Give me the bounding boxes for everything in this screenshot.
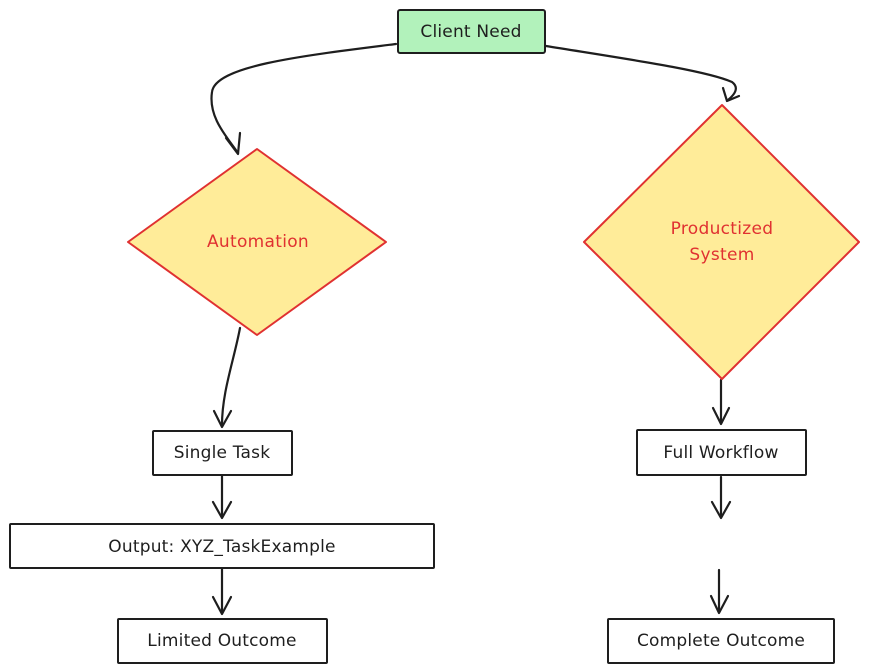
single-task-box <box>152 430 293 476</box>
client-need-box <box>397 9 546 54</box>
arrowhead-single-task <box>212 409 233 429</box>
limited-outcome-label: Limited Outcome <box>147 631 296 651</box>
arrowhead-complete-outcome <box>709 594 730 615</box>
output-label: Output: XYZ_TaskExample <box>108 537 335 557</box>
connector-client-to-productized <box>544 44 737 102</box>
connector-automation-to-single-task <box>220 326 242 427</box>
full-workflow-box <box>636 429 807 476</box>
output-box <box>9 523 435 569</box>
productized-label-line2: System <box>689 245 754 265</box>
arrowhead-full-workflow-down <box>710 500 732 520</box>
arrowhead-automation <box>224 131 242 156</box>
limited-outcome-box <box>117 618 328 664</box>
client-need-label: Client Need <box>420 22 521 42</box>
node-output[interactable]: Output: XYZ_TaskExample <box>9 523 435 569</box>
complete-outcome-box <box>607 618 835 664</box>
node-single-task[interactable]: Single Task <box>152 430 293 476</box>
node-client-need[interactable]: Client Need <box>397 9 546 54</box>
arrowhead-full-workflow <box>711 406 731 426</box>
arrowhead-limited <box>211 595 233 616</box>
node-productized-system[interactable]: Productized System <box>583 104 860 380</box>
node-full-workflow[interactable]: Full Workflow <box>636 429 807 476</box>
node-limited-outcome[interactable]: Limited Outcome <box>117 618 328 664</box>
automation-diamond <box>127 148 387 336</box>
single-task-label: Single Task <box>174 443 271 463</box>
automation-label: Automation <box>207 232 309 252</box>
complete-outcome-label: Complete Outcome <box>637 631 805 651</box>
productized-label-line1: Productized <box>671 219 774 239</box>
full-workflow-label: Full Workflow <box>663 443 778 463</box>
connector-client-to-automation <box>210 42 398 155</box>
node-automation[interactable]: Automation <box>127 148 387 336</box>
connectors <box>210 42 741 616</box>
productized-diamond <box>583 104 860 380</box>
arrowhead-productized <box>721 86 741 103</box>
node-complete-outcome[interactable]: Complete Outcome <box>607 618 835 664</box>
arrowhead-output <box>211 500 233 520</box>
